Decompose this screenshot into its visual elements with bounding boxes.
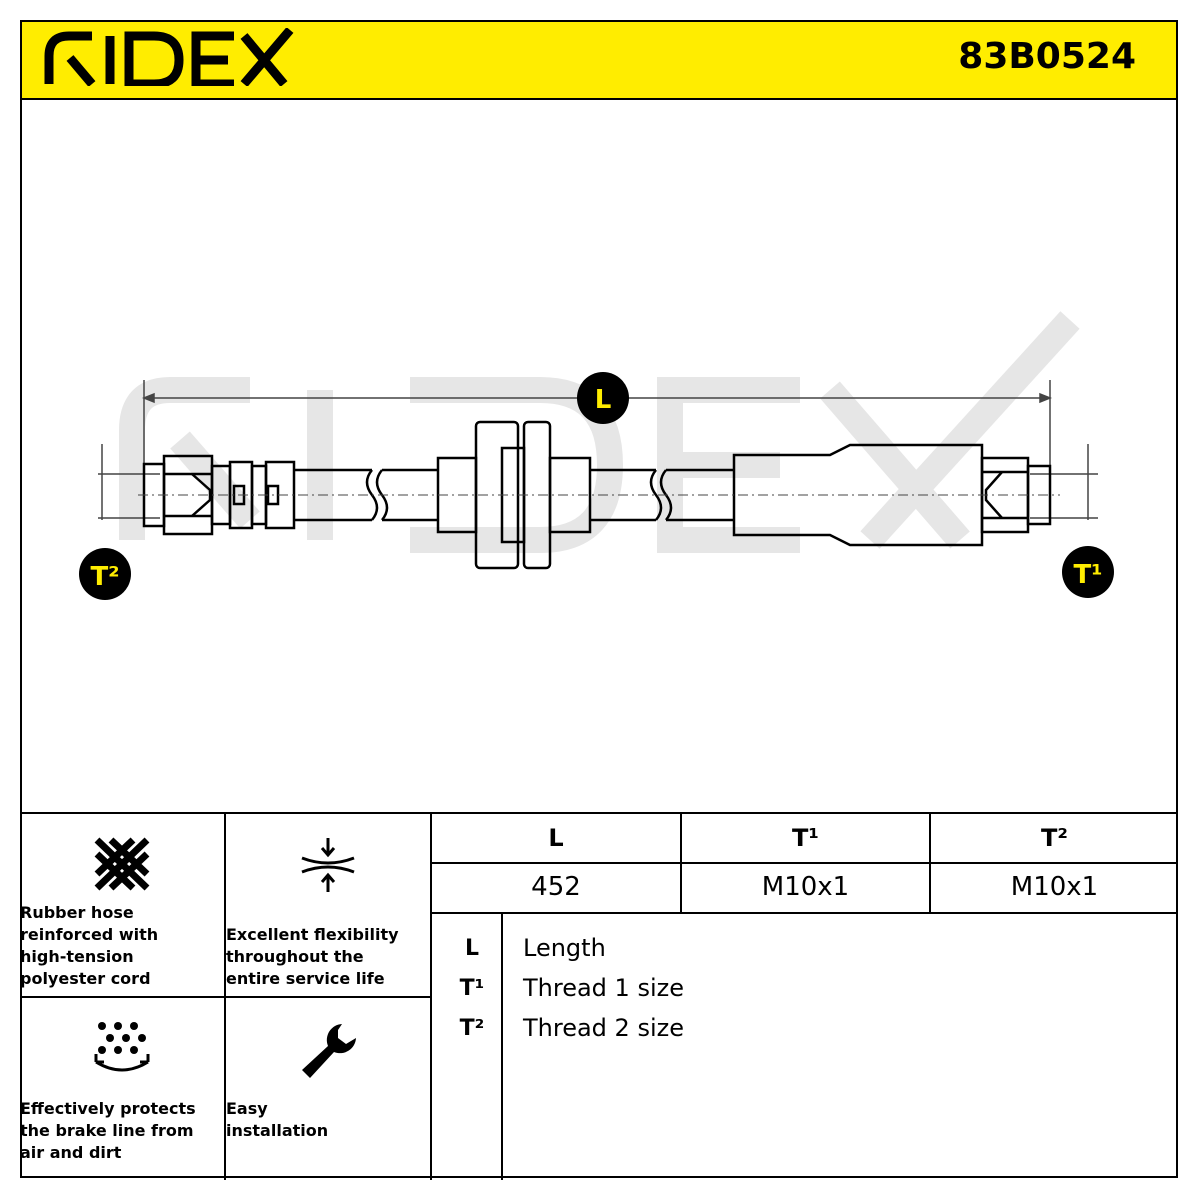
- divider: [501, 914, 503, 1180]
- watermark-logo: [119, 311, 1080, 553]
- legend-label-thread2: Thread 2 size: [523, 1014, 684, 1042]
- mesh-icon: [94, 837, 150, 891]
- feature-dust-text: Effectively protects the brake line from…: [20, 1099, 196, 1162]
- flexibility-icon: [301, 838, 355, 892]
- brand-logo: [44, 27, 294, 90]
- dim-T2-label: T²: [90, 562, 119, 592]
- part-number: 83B0524: [958, 36, 1136, 77]
- dim-T1-marker: [1062, 546, 1114, 598]
- divider: [680, 814, 682, 914]
- feature-mesh-text: Rubber hose reinforced with high-tension…: [20, 903, 159, 988]
- dust-protection-icon: [94, 1022, 150, 1072]
- dim-T1-label: T¹: [1073, 560, 1102, 590]
- dim-L-label: L: [595, 385, 612, 415]
- feature-installation-text: Easy installation: [226, 1099, 329, 1140]
- feature-flexibility-text: Excellent flexibility throughout the ent…: [226, 925, 399, 988]
- dim-T2-marker: [79, 548, 131, 600]
- divider: [929, 814, 931, 914]
- spec-value-thread1: M10x1: [761, 872, 850, 902]
- divider: [432, 862, 1178, 864]
- wrench-icon: [302, 1024, 356, 1078]
- spec-value-length: 452: [531, 872, 581, 902]
- legend-key-length: L: [464, 936, 480, 961]
- feature-installation: Easy installation: [226, 998, 430, 1180]
- spec-header-thread2: T²: [1041, 824, 1068, 852]
- spec-header-thread1: T¹: [792, 824, 819, 852]
- spec-header-length: L: [548, 824, 564, 852]
- bottom-section: Rubber hose reinforced with high-tension…: [20, 812, 1178, 1180]
- technical-drawing: L T² T¹: [20, 100, 1178, 812]
- legend-label-thread1: Thread 1 size: [523, 974, 684, 1002]
- legend-key-thread2: T²: [459, 1016, 485, 1041]
- divider: [432, 912, 1178, 914]
- spec-value-thread2: M10x1: [1010, 872, 1099, 902]
- feature-dust-protection: Effectively protects the brake line from…: [20, 998, 224, 1180]
- dim-L-marker: [577, 372, 629, 424]
- divider: [20, 996, 432, 998]
- legend-key-thread1: T¹: [459, 976, 485, 1001]
- legend-label-length: Length: [523, 934, 606, 962]
- brake-hose-drawing: [142, 420, 1052, 570]
- feature-flexibility: Excellent flexibility throughout the ent…: [226, 814, 430, 996]
- feature-mesh: Rubber hose reinforced with high-tension…: [20, 814, 224, 996]
